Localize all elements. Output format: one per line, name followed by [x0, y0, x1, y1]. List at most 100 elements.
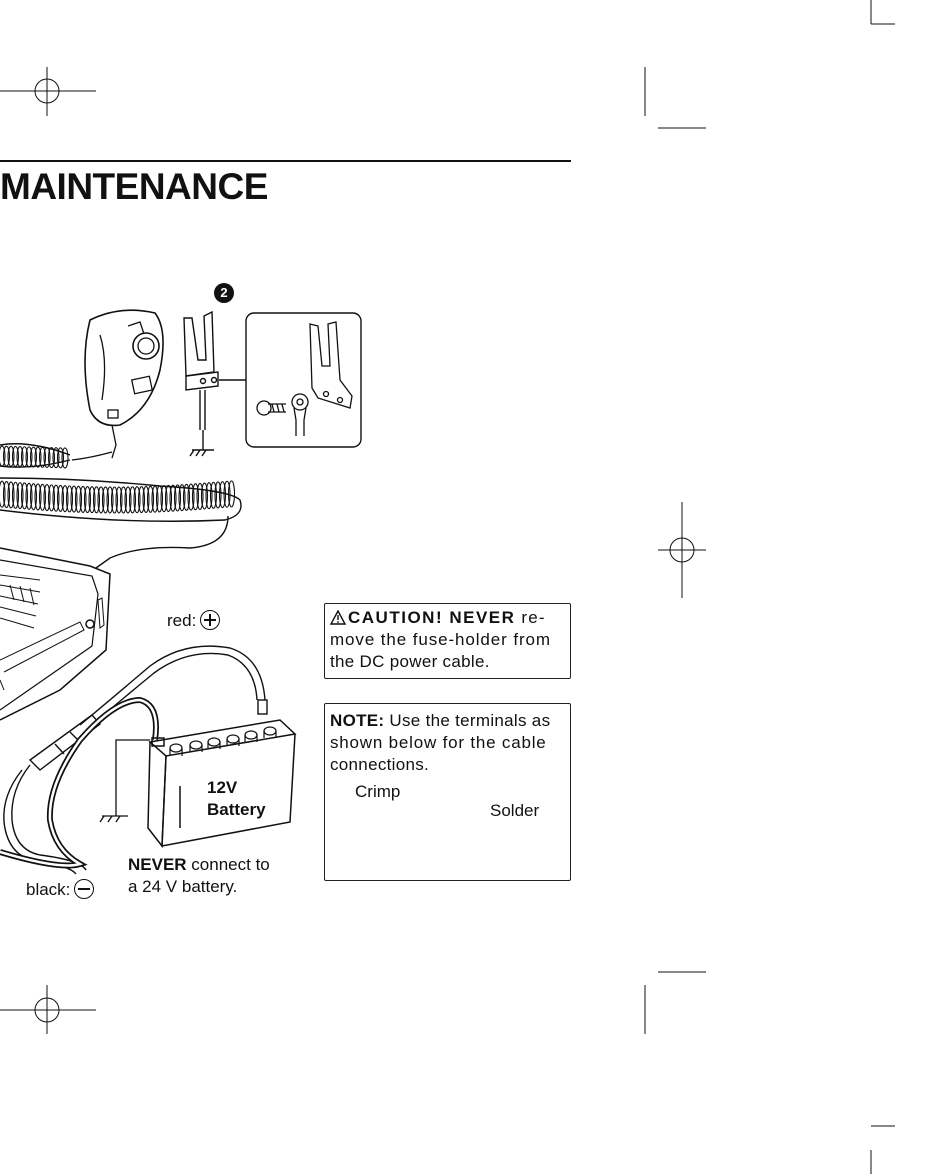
coil-loop: [227, 480, 236, 508]
coil-loop: [52, 484, 60, 512]
bracket-detail-drawing: [256, 321, 353, 436]
coil-loop: [25, 482, 33, 510]
coil-loop: [205, 482, 213, 510]
black-terminal-label: black:: [26, 879, 95, 901]
note-line-1: Use the terminals as: [384, 711, 551, 730]
never-text-1: connect to: [186, 855, 270, 874]
coil-loop: [43, 484, 51, 512]
coil-loop: [0, 480, 6, 508]
coil-loop: [20, 482, 29, 510]
never-text-2: a 24 V battery.: [128, 877, 238, 896]
coil-loop: [20, 446, 29, 468]
coil-loop: [142, 485, 150, 514]
coil-loop: [74, 485, 83, 513]
coil-loop: [137, 486, 146, 514]
caution-line-1: re-: [515, 608, 546, 627]
coil-loop: [133, 486, 141, 514]
note-line-2: shown below for the cable: [330, 733, 547, 752]
coil-loop: [110, 486, 119, 514]
bracket-detail-inset: [245, 312, 362, 448]
coil-loop: [88, 486, 96, 514]
coil-loop: [196, 482, 204, 510]
black-label-text: black:: [26, 880, 71, 899]
coil-loop: [124, 486, 132, 514]
coil-loop: [182, 483, 191, 511]
battery-label: 12V Battery: [207, 777, 266, 821]
solder-label: Solder: [490, 801, 540, 820]
coil-loop: [47, 484, 56, 512]
coil-loop: [43, 446, 51, 468]
coil-loop: [56, 484, 65, 512]
page-title: MAINTENANCE: [0, 166, 268, 207]
battery-voltage-warning: NEVER connect to a 24 V battery.: [128, 854, 270, 898]
coil-loop: [61, 485, 69, 513]
coil-loop: [101, 486, 110, 514]
coil-loop: [92, 486, 101, 514]
coil-loop: [61, 447, 69, 469]
coil-loop: [25, 446, 33, 468]
note-heading: NOTE:: [330, 711, 385, 730]
coil-loop: [29, 483, 38, 511]
warning-triangle-icon: [330, 610, 346, 625]
coil-loop: [209, 481, 218, 509]
ground-wire: [99, 739, 150, 823]
minus-terminal-icon: [74, 879, 95, 899]
coil-loop: [7, 481, 15, 509]
coil-loop: [187, 483, 195, 511]
coil-loop: [2, 480, 11, 509]
caution-heading: CAUTION! NEVER: [348, 608, 516, 627]
caution-box: CAUTION! NEVER re- move the fuse-holder …: [324, 603, 571, 679]
coil-loop: [173, 484, 182, 512]
coil-loop: [128, 486, 137, 514]
coil-loop: [47, 447, 56, 469]
coil-loop: [7, 445, 15, 467]
caution-line-3: the DC power cable.: [330, 652, 490, 671]
coil-loop: [146, 485, 155, 513]
coil-loop: [65, 485, 74, 513]
caution-line-2: move the fuse-holder from: [330, 630, 551, 649]
coil-loop: [191, 483, 200, 511]
coil-loop: [34, 446, 42, 468]
coil-loop: [38, 483, 47, 511]
red-power-cable: [79, 645, 268, 731]
coil-loop: [97, 486, 105, 514]
coil-loop: [52, 447, 60, 469]
coil-loop: [2, 445, 11, 467]
coil-loop: [160, 485, 168, 513]
coil-loop: [155, 485, 164, 513]
crimp-label: Crimp: [355, 782, 401, 801]
never-bold: NEVER: [128, 855, 187, 874]
coil-loop: [34, 483, 42, 511]
battery-label-word: Battery: [207, 800, 266, 819]
coil-loop: [79, 485, 87, 513]
coil-loops-lower: [0, 480, 236, 514]
coil-loop: [83, 486, 92, 514]
coil-loop: [11, 445, 20, 468]
battery-label-voltage: 12V: [207, 778, 238, 797]
coil-loop: [106, 486, 114, 514]
step-number-badge: 2: [214, 283, 234, 303]
coil-loop: [119, 486, 128, 514]
coil-loop: [200, 482, 209, 510]
coiled-cord-lower: [0, 477, 242, 569]
coil-loop: [38, 446, 47, 468]
crop-marks: [0, 0, 895, 1174]
coil-loop: [70, 485, 78, 513]
coil-loops-upper: [0, 445, 69, 469]
red-terminal-label: red:: [167, 610, 221, 632]
coil-loop: [218, 481, 227, 509]
coil-loop: [223, 480, 231, 508]
coil-loop: [169, 484, 177, 512]
mic-hanger-bracket: [183, 310, 246, 457]
coil-loop: [56, 447, 65, 469]
note-box: NOTE: Use the terminals as shown below f…: [324, 703, 571, 881]
coil-loop: [16, 446, 24, 468]
plus-terminal-icon: [200, 610, 221, 630]
coil-loop: [151, 485, 159, 513]
note-line-3: connections.: [330, 755, 430, 774]
battery-drawing: [147, 719, 297, 849]
coil-loop: [16, 482, 24, 510]
coil-loop: [178, 484, 186, 512]
coil-loop: [29, 446, 38, 468]
transceiver-drawing: [0, 547, 111, 721]
